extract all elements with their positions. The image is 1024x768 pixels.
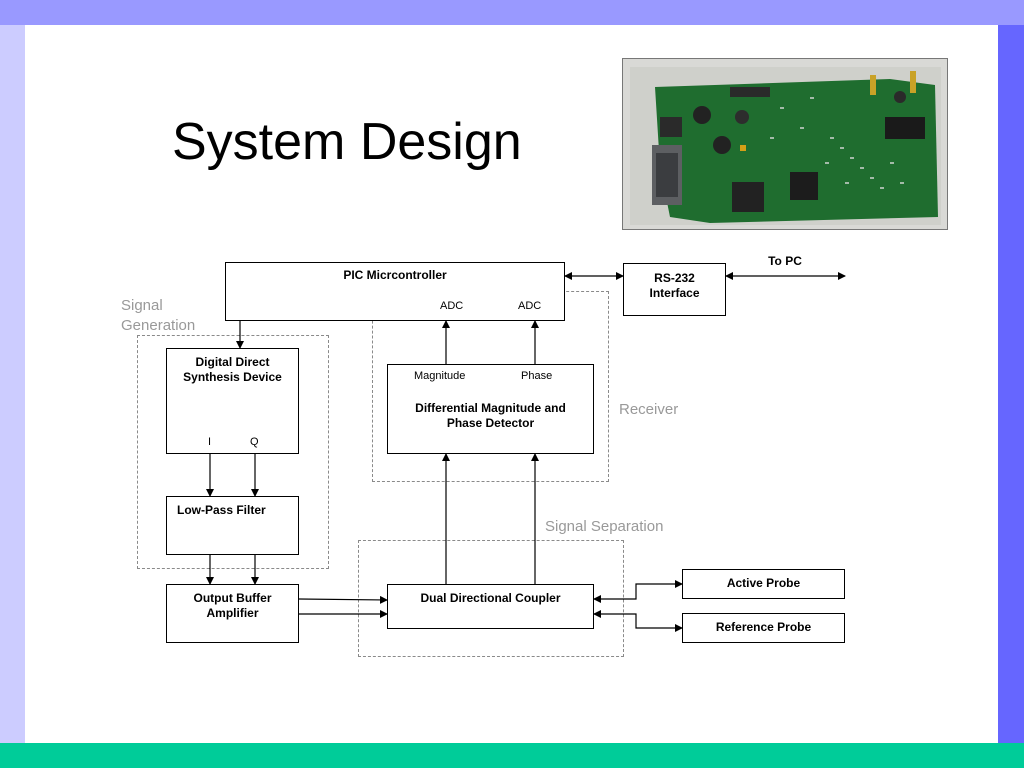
magnitude-port: Magnitude	[414, 370, 466, 382]
dds-block	[166, 348, 299, 454]
adc-port-2: ADC	[518, 300, 542, 312]
low-pass-filter-label: Low-Pass Filter	[177, 503, 266, 517]
signal-generation-group	[137, 335, 329, 569]
output-buffer-block	[166, 584, 299, 643]
dual-directional-coupler-block	[387, 584, 594, 629]
dds-label: Digital Direct Synthesis Device	[183, 355, 282, 384]
phase-port: Phase	[521, 370, 553, 382]
low-pass-filter-block	[166, 496, 299, 555]
right-bar	[998, 25, 1024, 743]
coupler-active-probe-arrow	[593, 580, 683, 603]
coupler-reference-probe-arrow	[593, 610, 683, 632]
reference-probe-label: Reference Probe	[715, 620, 812, 634]
adc-port-1: ADC	[440, 300, 464, 312]
receiver-label: Receiver	[619, 401, 679, 418]
i-port: I	[208, 436, 212, 448]
slide-title: System Design	[172, 113, 522, 171]
pic-microcontroller-label: PIC Micrcontroller	[343, 268, 447, 282]
top-bar	[0, 0, 1024, 25]
bottom-bar	[0, 743, 1024, 768]
circuit-board-photo	[630, 67, 941, 225]
active-probe-label: Active Probe	[726, 576, 801, 590]
left-bar	[0, 25, 25, 743]
output-buffer-label: Output Buffer Amplifier	[193, 591, 272, 620]
rs232-interface-label: RS-232 Interface	[649, 271, 700, 300]
buffer-coupler-arrow-1	[298, 595, 388, 604]
phase-detector-block	[387, 364, 594, 454]
to-pc-label: To PC	[768, 254, 802, 268]
signal-generation-label: Signal Generation	[121, 297, 196, 334]
q-port: Q	[250, 436, 259, 448]
pic-microcontroller-block	[225, 262, 565, 321]
signal-separation-label: Signal Separation	[545, 518, 664, 535]
rs232-interface-block	[623, 263, 726, 316]
dual-directional-coupler-label: Dual Directional Coupler	[420, 591, 561, 605]
phase-detector-label: Differential Magnitude and Phase Detecto…	[415, 401, 566, 430]
